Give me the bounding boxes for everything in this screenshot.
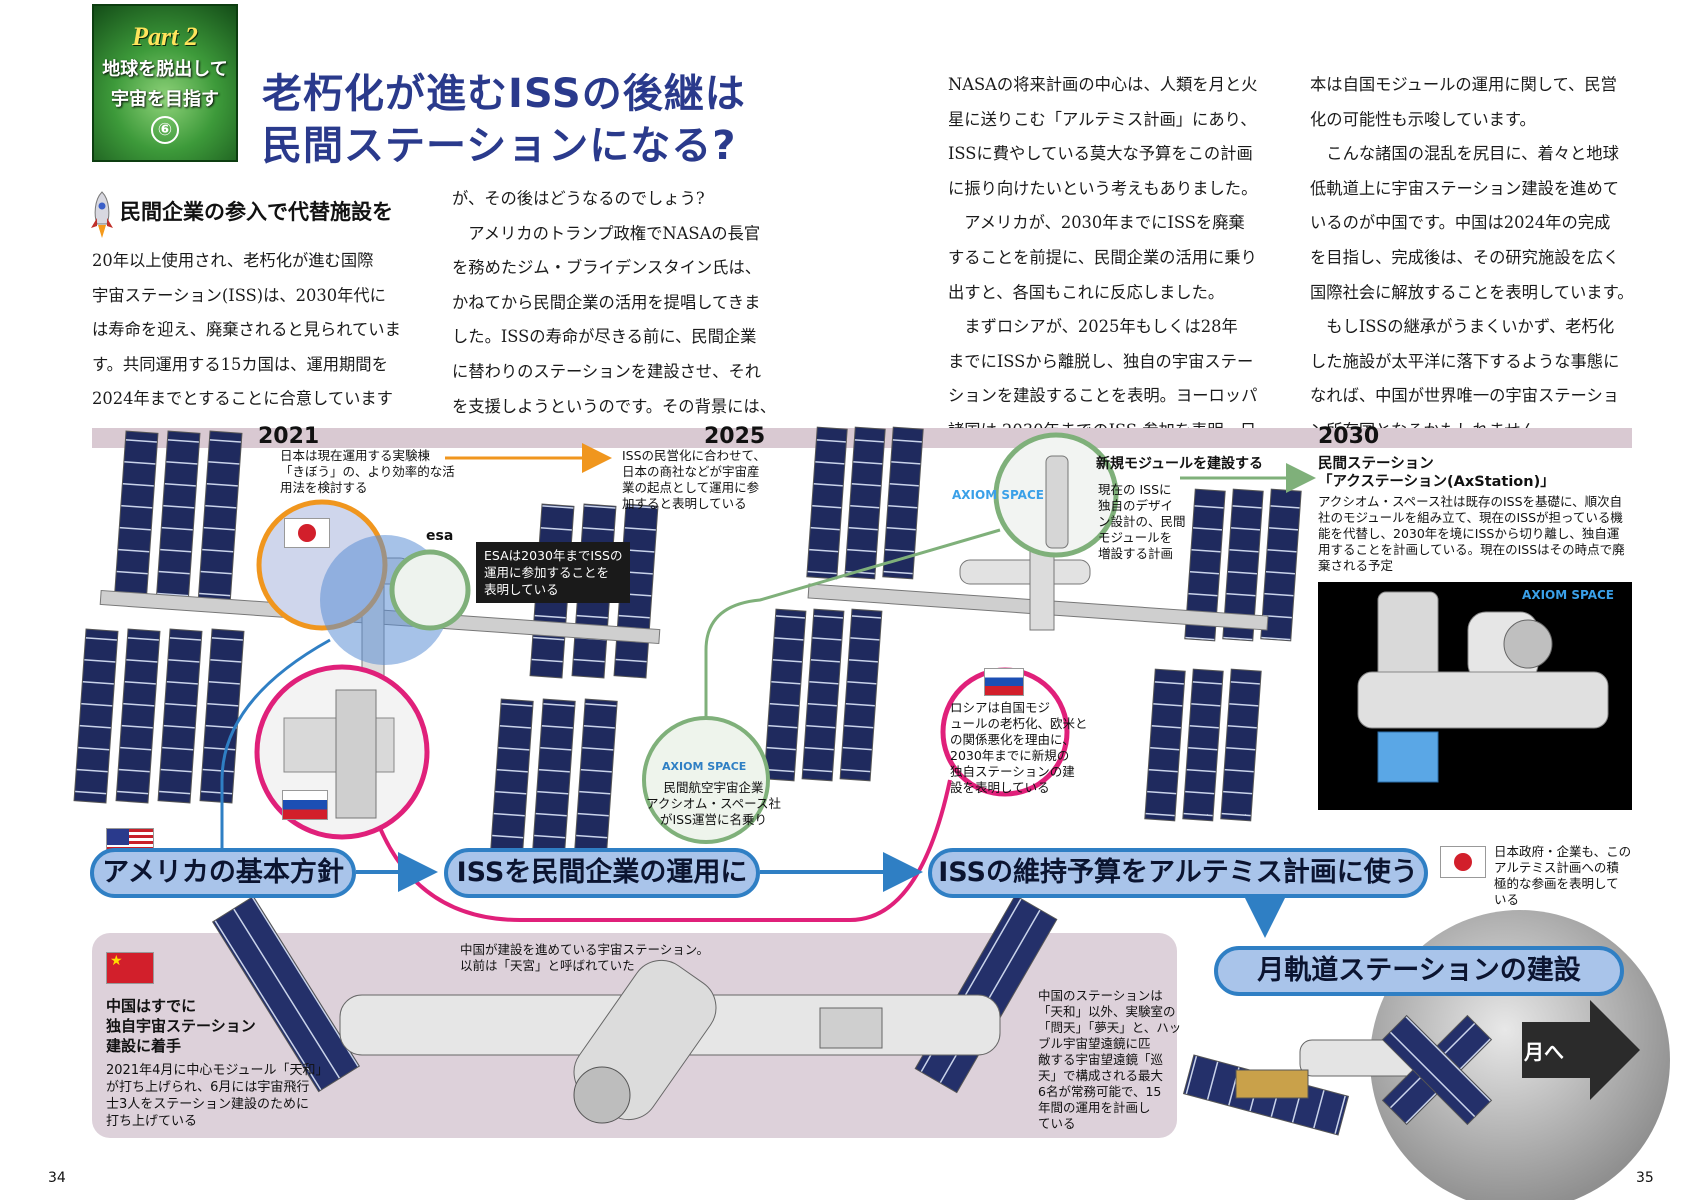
year-2030: 2030: [1318, 424, 1380, 449]
china-caption: 中国が建設を進めている宇宙ステーション。 以前は「天宮」と呼ばれていた: [460, 942, 710, 973]
moon-label: 月へ: [1524, 1040, 1564, 1064]
axstation-title1: 民間ステーション: [1318, 456, 1434, 472]
arrow-to-moon: [1522, 1000, 1640, 1100]
japan-flag-artemis: [1440, 846, 1486, 878]
year-2025: 2025: [704, 424, 766, 449]
page-number-left: 34: [48, 1170, 66, 1186]
note-axiom: 民間航空宇宙企業 アクシオム・スペース社 がISS運営に名乗り: [646, 780, 782, 827]
note-japan-kibo: 日本は現在運用する実験棟 「きぼう」の、より効率的な活 用法を検討する: [280, 448, 455, 495]
note-japan-artemis: 日本政府・企業も、この アルテミス計画への積 極的な参画を表明して いる: [1494, 844, 1632, 907]
esa-logo: esa: [426, 528, 454, 544]
pill-lunar-station: 月軌道ステーションの建設: [1214, 946, 1624, 996]
page-title: 老朽化が進むISSの後継は 民間ステーションになる?: [262, 68, 746, 172]
note-japan-private: ISSの民営化に合わせて、 日本の商社などが宇宙産 業の起点として運用に参 加す…: [622, 448, 766, 511]
body-column-2: が、その後はどうなるのでしょう? アメリカのトランプ政権でNASAの長官 を務め…: [452, 189, 776, 416]
part-title-line2: 宇宙を目指す: [111, 89, 219, 110]
axiom-logo: AXIOM SPACE: [662, 760, 747, 773]
rocket-icon: [91, 191, 113, 238]
axstation-axiom-logo: AXIOM SPACE: [1522, 588, 1614, 602]
section-heading: 民間企業の参入で代替施設を: [120, 200, 393, 224]
russia-flag: [282, 790, 328, 820]
part-title-line1: 地球を脱出して: [102, 59, 228, 80]
pill-private-operation: ISSを民間企業の運用に: [444, 848, 760, 898]
body-column-3: NASAの将来計画の中心は、人類を月と火 星に送りこむ「アルテミス計画」にあり、…: [948, 75, 1258, 440]
china-body: 2021年4月に中心モジュール「天和」 が打ち上げられ、6月には宇宙飛行 士3人…: [106, 1063, 329, 1129]
note-russia: ロシアは自国モジ ュールの老朽化、欧米と の関係悪化を理由に、 2030年までに…: [950, 700, 1088, 795]
iss-solar-panels-left: [73, 430, 245, 804]
china-station: [211, 894, 1058, 1124]
pill-artemis-budget: ISSの維持予算をアルテミス計画に使う: [928, 848, 1428, 898]
china-detail: 中国のステーションは 「天和」以外、実験室の 「問天」「夢天」と、ハッ ブル宇宙…: [1038, 988, 1182, 1131]
body-column-1: 20年以上使用され、老朽化が進む国際 宇宙ステーション(ISS)は、2030年代…: [92, 251, 401, 409]
year-2021: 2021: [258, 424, 320, 449]
title-line1: 老朽化が進むISSの後継は: [262, 71, 746, 117]
page-number-right: 35: [1636, 1170, 1654, 1186]
note-new-module-title: 新規モジュールを建設する: [1096, 456, 1264, 472]
pill-usa-policy: アメリカの基本方針: [90, 848, 356, 898]
axstation-title2: 「アクステーション(AxStation)」: [1318, 474, 1555, 490]
iss-2030-solar-panels: [763, 426, 1302, 822]
esa-circle: [389, 549, 471, 631]
part-label: Part 2: [132, 22, 198, 51]
china-flag: ★: [106, 952, 154, 984]
note-axstation: アクシオム・スペース社は既存のISSを基礎に、順次自 社のモジュールを組み立て、…: [1318, 494, 1625, 573]
axstation-render: AXIOM SPACE: [1318, 582, 1632, 810]
part-number: ⑥: [151, 116, 179, 144]
china-heading: 中国はすでに 独自宇宙ステーション 建設に着手: [106, 997, 256, 1055]
lunar-station: [1182, 1014, 1493, 1136]
note-esa: ESAは2030年までISSの 運用に参加することを 表明している: [476, 542, 631, 603]
part-badge: Part 2 地球を脱出して 宇宙を目指す ⑥: [92, 4, 238, 162]
note-new-module: 現在の ISSに 独自のデザイ ン設計の、民間 モジュールを 増設する計画: [1098, 482, 1186, 561]
axiom-logo-2030: AXIOM SPACE: [952, 488, 1044, 502]
title-line2: 民間ステーションになる?: [262, 123, 737, 169]
japan-flag: [284, 518, 330, 548]
russia-flag-2030: [984, 668, 1024, 696]
